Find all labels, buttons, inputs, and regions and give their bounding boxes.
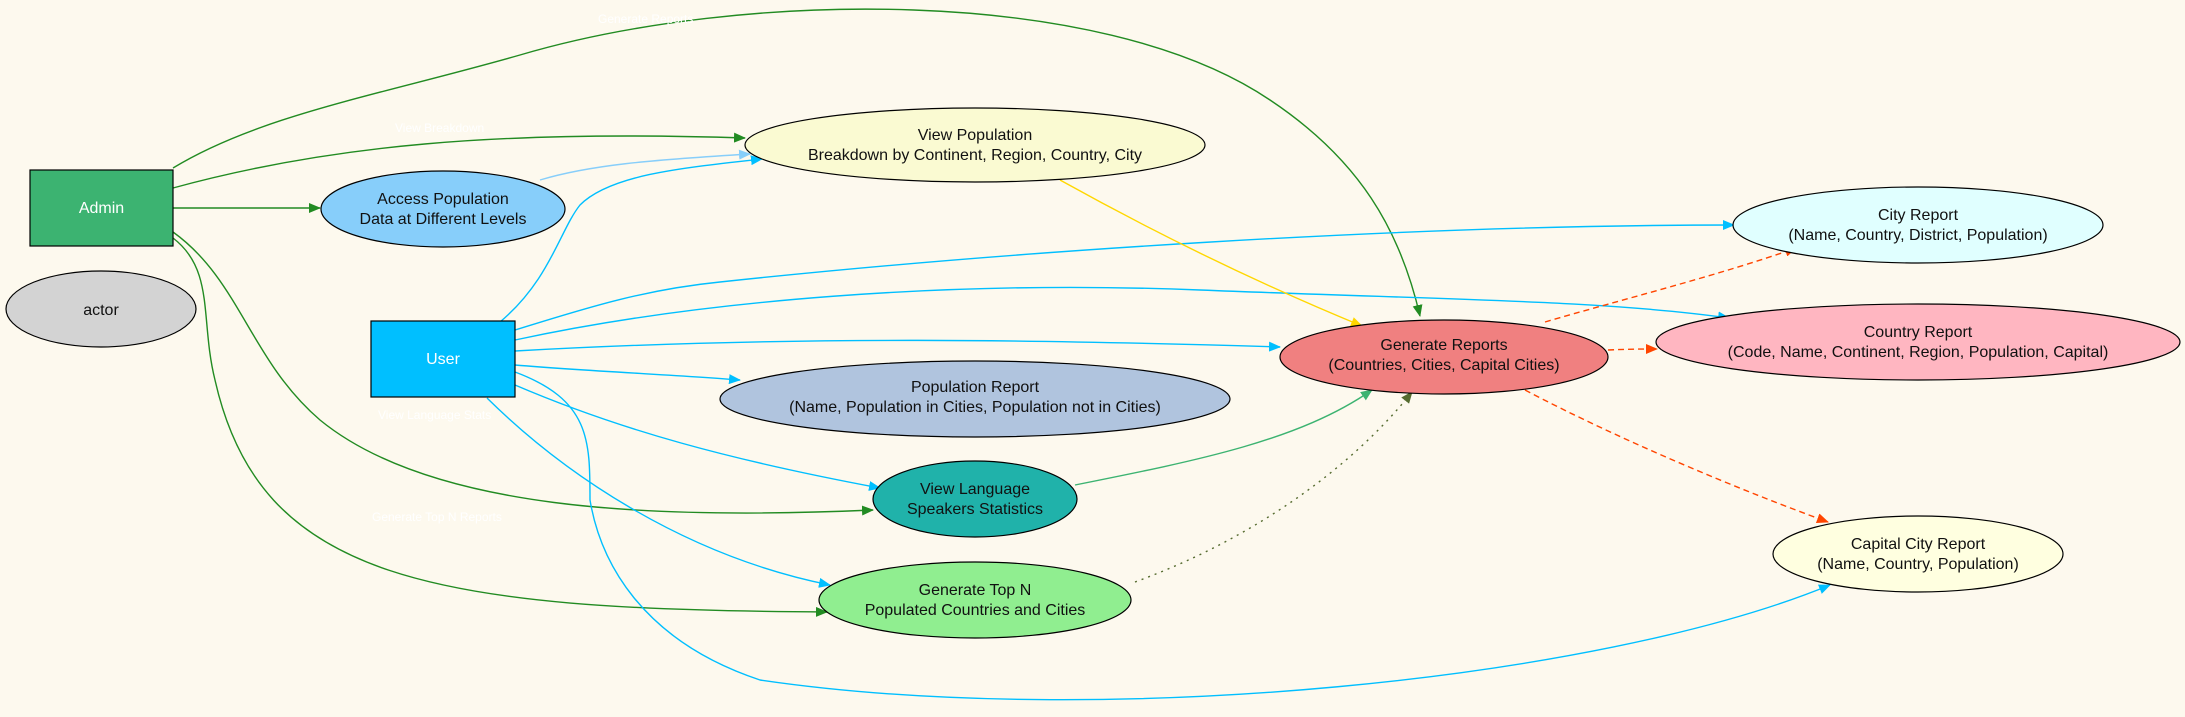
country-report-line2: (Code, Name, Continent, Region, Populati…	[1728, 344, 2109, 361]
admin-actor-node[interactable]: Admin	[29, 169, 174, 247]
admin-box	[29, 169, 174, 247]
actor-label: actor	[83, 302, 119, 319]
country-report-ellipse	[1655, 303, 2181, 381]
generate-reports-ellipse	[1279, 319, 1609, 395]
access-population-ellipse	[320, 170, 566, 248]
view-language-line1: View Language	[920, 481, 1030, 498]
admin-label: Admin	[79, 200, 124, 217]
capital-city-report-line2: (Name, Country, Population)	[1817, 556, 2019, 573]
edge-view-population-to-generate-reports	[1059, 179, 1363, 327]
edge-user-capital-city-report	[514, 371, 1831, 701]
city-report-node[interactable]: City Report (Name, Country, District, Po…	[1732, 186, 2104, 264]
population-report-ellipse	[719, 360, 1231, 438]
generate-top-n-node[interactable]: Generate Top N Populated Countries and C…	[818, 561, 1132, 639]
city-report-line1: City Report	[1878, 207, 1959, 224]
view-language-node[interactable]: View Language Speakers Statistics	[872, 460, 1078, 538]
edge-generate-to-city-report	[1544, 246, 1797, 323]
view-population-line2: Breakdown by Continent, Region, Country,…	[808, 147, 1142, 164]
population-report-line1: Population Report	[911, 379, 1040, 396]
city-report-ellipse	[1732, 186, 2104, 264]
view-language-line2: Speakers Statistics	[907, 501, 1043, 518]
edge-user-view-language	[514, 384, 881, 491]
generate-top-n-line1: Generate Top N	[919, 582, 1032, 599]
population-report-line2: (Name, Population in Cities, Population …	[789, 399, 1161, 416]
view-population-node[interactable]: View Population Breakdown by Continent, …	[744, 107, 1206, 183]
edge-user-city-report	[514, 220, 1735, 331]
generate-reports-line1: Generate Reports	[1380, 337, 1507, 354]
generate-reports-line2: (Countries, Cities, Capital Cities)	[1328, 357, 1559, 374]
access-population-node[interactable]: Access Population Data at Different Leve…	[320, 170, 566, 248]
generate-top-n-line2: Populated Countries and Cities	[865, 602, 1086, 619]
edge-label-admin-generate: Generate Reports	[598, 12, 693, 26]
generate-top-n-ellipse	[818, 561, 1132, 639]
edge-admin-view-population	[172, 132, 746, 189]
actor-ellipse	[5, 270, 197, 348]
edge-generate-to-country-report	[1607, 344, 1658, 355]
edge-user-generate-reports	[514, 339, 1281, 352]
edges	[172, 8, 1831, 701]
edge-user-generate-top-n	[486, 397, 831, 588]
user-actor-node[interactable]: User	[370, 320, 516, 398]
country-report-node[interactable]: Country Report (Code, Name, Continent, R…	[1655, 303, 2181, 381]
edge-label-admin-topn: Generate Top N Reports	[372, 510, 502, 524]
view-language-ellipse	[872, 460, 1078, 538]
generate-reports-node[interactable]: Generate Reports (Countries, Cities, Cap…	[1279, 319, 1609, 395]
edge-label-admin-view: View Breakdown	[395, 121, 484, 135]
user-label: User	[426, 351, 460, 368]
view-population-line1: View Population	[918, 127, 1032, 144]
view-population-ellipse	[744, 107, 1206, 183]
edge-admin-view-language	[172, 231, 874, 516]
capital-city-report-line1: Capital City Report	[1851, 536, 1986, 553]
edge-user-view-population	[499, 155, 763, 323]
capital-city-report-ellipse	[1772, 515, 2064, 593]
actor-node[interactable]: actor	[5, 270, 197, 348]
edge-generate-to-capital-city-report	[1524, 389, 1829, 523]
edge-access-to-view-population	[539, 149, 751, 181]
edge-admin-generate-top-n	[172, 237, 828, 617]
capital-city-report-node[interactable]: Capital City Report (Name, Country, Popu…	[1772, 515, 2064, 593]
edge-user-population-report	[514, 364, 741, 385]
country-report-line1: Country Report	[1864, 324, 1973, 341]
edge-view-language-to-generate-reports	[1074, 389, 1373, 486]
edge-labels: Generate Reports View Breakdown View Lan…	[372, 12, 693, 524]
edge-user-country-report	[514, 286, 1730, 341]
population-report-node[interactable]: Population Report (Name, Population in C…	[719, 360, 1231, 438]
edge-admin-generate-reports	[172, 8, 1423, 317]
city-report-line2: (Name, Country, District, Population)	[1788, 227, 2047, 244]
access-population-line1: Access Population	[377, 191, 509, 208]
edge-label-user-language: View Language Stats	[378, 408, 491, 422]
user-box	[370, 320, 516, 398]
access-population-line2: Data at Different Levels	[360, 211, 527, 228]
